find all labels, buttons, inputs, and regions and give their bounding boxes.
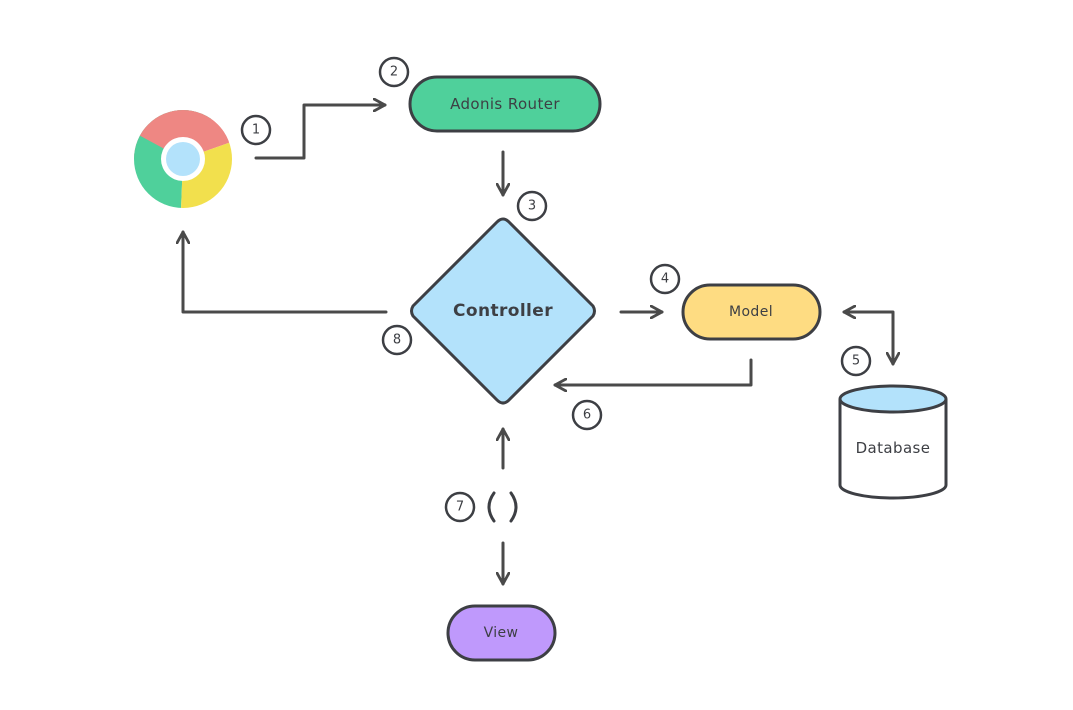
svg-text:8: 8 bbox=[393, 333, 401, 348]
chrome-browser-icon bbox=[134, 110, 232, 208]
controller-node: Controller bbox=[410, 217, 596, 405]
svg-text:1: 1 bbox=[252, 123, 260, 138]
step-badge-1: 1 bbox=[240, 114, 272, 146]
database-label: Database bbox=[856, 439, 931, 457]
arrow-model-database-bidirectional bbox=[842, 312, 893, 366]
arrow-browser-to-router bbox=[254, 105, 387, 160]
view-node: View bbox=[446, 604, 557, 662]
svg-text:4: 4 bbox=[661, 272, 669, 287]
step-badge-5: 5 bbox=[840, 345, 872, 377]
step-badges: 1 2 3 4 5 6 7 8 bbox=[240, 56, 872, 523]
svg-text:7: 7 bbox=[456, 500, 464, 515]
model-label: Model bbox=[729, 304, 773, 320]
adonis-router-label: Adonis Router bbox=[450, 95, 560, 113]
database-top bbox=[838, 384, 948, 414]
svg-text:5: 5 bbox=[852, 354, 860, 369]
connectors bbox=[183, 105, 893, 586]
step-badge-7: 7 bbox=[444, 491, 476, 523]
step-badge-2: 2 bbox=[378, 56, 410, 88]
adonis-router-node: Adonis Router bbox=[408, 75, 602, 133]
step-badge-6: 6 bbox=[571, 399, 603, 431]
svg-text:2: 2 bbox=[390, 65, 398, 80]
view-label: View bbox=[484, 625, 519, 641]
controller-label: Controller bbox=[453, 301, 553, 321]
svg-text:6: 6 bbox=[583, 408, 591, 423]
model-node: Model bbox=[681, 283, 822, 341]
step-badge-4: 4 bbox=[649, 263, 681, 295]
arrow-controller-to-browser bbox=[183, 230, 388, 314]
arrow-model-to-controller bbox=[553, 358, 753, 385]
chrome-center bbox=[166, 142, 200, 176]
parentheses-icon bbox=[487, 491, 518, 523]
database-node: Database bbox=[838, 384, 948, 500]
svg-text:3: 3 bbox=[528, 199, 536, 214]
step-badge-8: 8 bbox=[381, 324, 413, 356]
step-badge-3: 3 bbox=[516, 190, 548, 222]
